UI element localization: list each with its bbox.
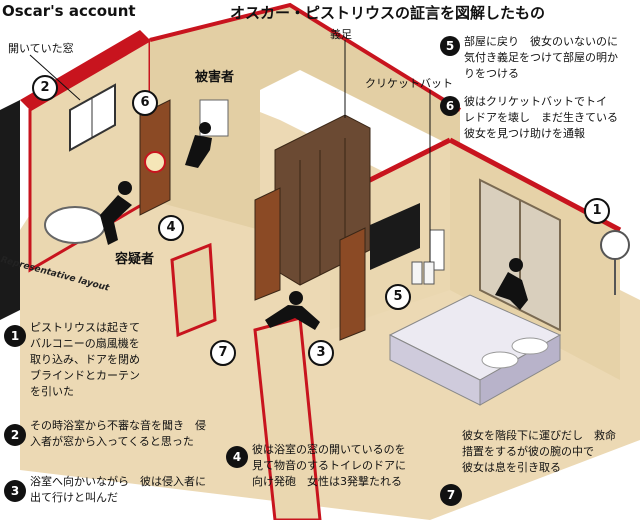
marker-6: 6	[132, 90, 158, 116]
marker-3: 3	[308, 340, 334, 366]
marker-1: 1	[584, 198, 610, 224]
label-victim: 被害者	[195, 66, 234, 85]
marker-5: 5	[385, 284, 411, 310]
partition-wall	[172, 245, 215, 335]
right-title: オスカー・ピストリウスの証言を図解したもの	[230, 2, 545, 23]
hall-door	[255, 188, 280, 300]
note-5: 部屋に戻り 彼女のいないのに気付き義足をつけて部屋の明かりをつける	[464, 34, 618, 82]
label-prosthetic: 義足	[330, 26, 352, 42]
prosthetic-legs	[412, 262, 422, 284]
note-7: 彼女を階段下に運びだし 救命措置をするが彼の腕の中で彼女は息を引き取る	[462, 428, 616, 476]
badge-6: 6	[440, 96, 460, 116]
note-6: 彼はクリケットバットでトイレドアを壊し まだ生きている彼女を見つけ助けを通報	[464, 94, 618, 142]
burst	[145, 152, 165, 172]
left-outer-wall	[0, 100, 20, 320]
note-3: 浴室へ向かいながら 彼は侵入者に出て行けと叫んだ	[30, 474, 206, 506]
badge-2: 2	[4, 424, 26, 446]
label-suspect: 容疑者	[115, 248, 154, 267]
note-1: ピストリウスは起きてバルコニーの扇風機を取り込み、ドアを閉めブラインドとカーテン…	[30, 320, 140, 400]
note-2: その時浴室から不審な音を聞き 侵入者が窓から入ってくると思った	[30, 418, 206, 450]
badge-7: 7	[440, 484, 462, 506]
note-4: 彼は浴室の窓の開いているのを見て物音のするトイレのドアに向け発砲 女性は3発撃た…	[252, 442, 406, 490]
marker-4: 4	[158, 215, 184, 241]
marker-7: 7	[210, 340, 236, 366]
badge-5: 5	[440, 36, 460, 56]
fan	[601, 231, 629, 259]
bedroom-door	[340, 228, 365, 340]
badge-3: 3	[4, 480, 26, 502]
label-open-window: 開いていた窓	[8, 40, 74, 56]
label-cricket-bat: クリケットバット	[365, 75, 453, 91]
marker-2: 2	[32, 75, 58, 101]
badge-1: 1	[4, 325, 26, 347]
bathtub	[45, 207, 105, 243]
left-title: Oscar's account	[2, 2, 136, 20]
badge-4: 4	[226, 446, 248, 468]
